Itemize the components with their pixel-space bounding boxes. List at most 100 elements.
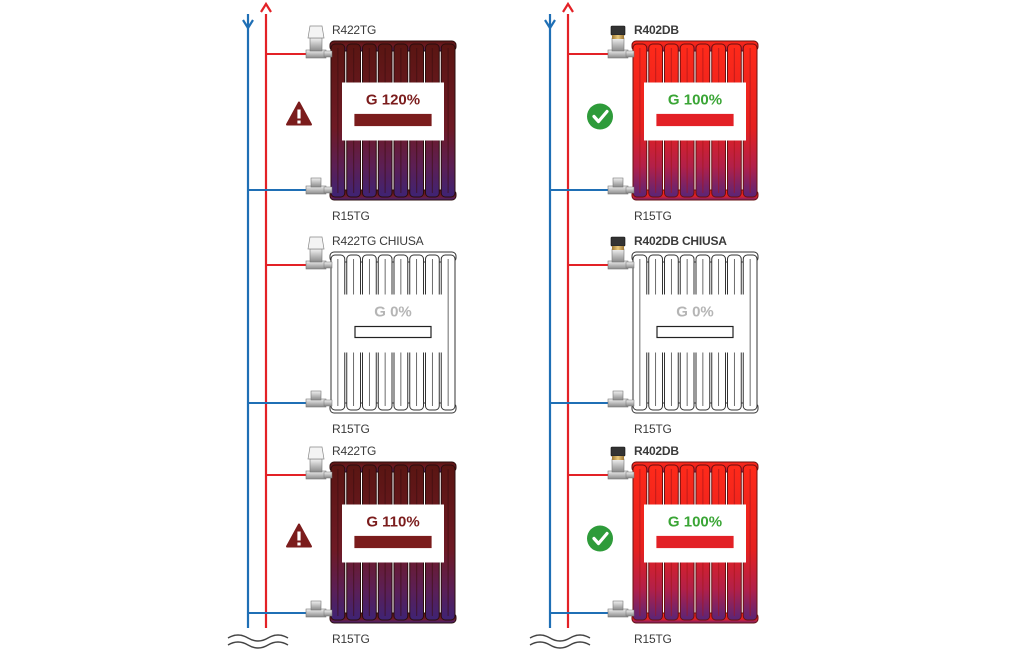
valve-label: R402DB	[634, 23, 679, 37]
flow-panel	[644, 294, 746, 353]
valve-label: R422TG	[332, 444, 377, 458]
flow-panel	[644, 504, 746, 563]
warning-mark	[297, 109, 301, 119]
valve-nut	[625, 471, 635, 479]
flow-bar	[354, 325, 432, 339]
valve-label: R402DB	[634, 444, 679, 458]
warning-dot	[297, 120, 301, 124]
lockshield-cap	[612, 390, 624, 401]
warning-dot	[297, 542, 301, 546]
radiator-header-bottom	[631, 189, 759, 201]
flow-bar	[656, 325, 734, 339]
lockshield-nut	[625, 399, 635, 407]
check-mark	[592, 109, 609, 124]
radiator-header-bottom	[631, 612, 759, 624]
radiator-header-bottom	[329, 189, 457, 201]
valve-nut	[323, 50, 333, 58]
flow-bar	[354, 535, 432, 549]
flow-rate-label: G 110%	[366, 514, 419, 531]
valve-ring	[612, 456, 624, 460]
pipe-break-icon	[227, 634, 289, 642]
flow-panel	[342, 504, 444, 563]
radiator-header-bottom	[329, 402, 457, 414]
valve-stem	[611, 248, 625, 263]
valve-nut	[323, 471, 333, 479]
valve-label: R402DB CHIUSA	[634, 234, 727, 248]
pipe-break-icon	[529, 634, 591, 642]
lockshield-label: R15TG	[634, 209, 672, 223]
radiator-left-1: G 120%	[248, 25, 457, 201]
valve-stem	[309, 248, 323, 263]
lockshield-label: R15TG	[332, 422, 370, 436]
warning-mark	[297, 531, 301, 541]
valve-stem	[611, 458, 625, 473]
lockshield-cap	[612, 177, 624, 188]
valve-cap	[610, 236, 626, 247]
valve-nut	[323, 261, 333, 269]
flow-bar	[656, 113, 734, 127]
lockshield-label: R15TG	[332, 632, 370, 646]
pipe-break-icon	[529, 641, 591, 649]
check-icon	[587, 103, 613, 130]
radiator-header-bottom	[631, 402, 759, 414]
flow-rate-label: G 0%	[676, 304, 714, 321]
return-arrow-icon	[242, 19, 254, 31]
lockshield-nut	[323, 186, 333, 194]
valve-cap	[307, 236, 325, 250]
lockshield-nut	[625, 609, 635, 617]
radiator-header-top	[631, 461, 759, 473]
flow-panel	[342, 294, 444, 353]
radiator-right-1: G 100%	[550, 25, 759, 201]
valve-label: R422TG CHIUSA	[332, 234, 424, 248]
valve-ring	[612, 35, 624, 39]
supply-arrow-icon	[562, 1, 574, 13]
flow-panel	[342, 82, 444, 141]
check-icon	[587, 525, 613, 552]
radiators-layer: G 120% G 0% G 110% G 100% G 0% G 100%	[248, 25, 759, 624]
radiator-left-2: G 0%	[248, 236, 457, 414]
flow-panel	[644, 82, 746, 141]
radiator-header-top	[329, 40, 457, 52]
flow-bar	[354, 113, 432, 127]
lockshield-nut	[323, 609, 333, 617]
radiator-header-top	[631, 40, 759, 52]
pipe-break-icon	[227, 641, 289, 649]
valve-cap	[307, 446, 325, 460]
flow-rate-label: G 100%	[668, 514, 722, 531]
flow-rate-label: G 0%	[374, 304, 412, 321]
riser-right	[529, 1, 591, 649]
radiator-right-3: G 100%	[550, 446, 759, 624]
radiator-header-top	[329, 461, 457, 473]
valve-nut	[625, 50, 635, 58]
flow-rate-label: G 120%	[366, 92, 420, 109]
lockshield-label: R15TG	[634, 422, 672, 436]
radiator-header-bottom	[329, 612, 457, 624]
valve-cap	[610, 25, 626, 36]
valve-nut	[625, 261, 635, 269]
radiator-right-2: G 0%	[550, 236, 759, 414]
check-mark	[592, 531, 609, 546]
valve-cap	[307, 25, 325, 39]
lockshield-label: R15TG	[634, 632, 672, 646]
lockshield-nut	[625, 186, 635, 194]
valve-label: R422TG	[332, 23, 377, 37]
lockshield-cap	[612, 600, 624, 611]
valve-ring	[612, 246, 624, 250]
valve-cap	[610, 446, 626, 457]
pipes-layer	[227, 1, 591, 649]
flow-rate-label: G 100%	[668, 92, 722, 109]
lockshield-label: R15TG	[332, 209, 370, 223]
radiator-header-top	[329, 251, 457, 263]
lockshield-nut	[323, 399, 333, 407]
return-arrow-icon	[544, 19, 556, 31]
radiator-left-3: G 110%	[248, 446, 457, 624]
lockshield-cap	[310, 177, 322, 188]
supply-arrow-icon	[260, 1, 272, 13]
radiator-header-top	[631, 251, 759, 263]
riser-left	[227, 1, 289, 649]
flow-bar	[656, 535, 734, 549]
lockshield-cap	[310, 600, 322, 611]
valve-stem	[309, 37, 323, 52]
